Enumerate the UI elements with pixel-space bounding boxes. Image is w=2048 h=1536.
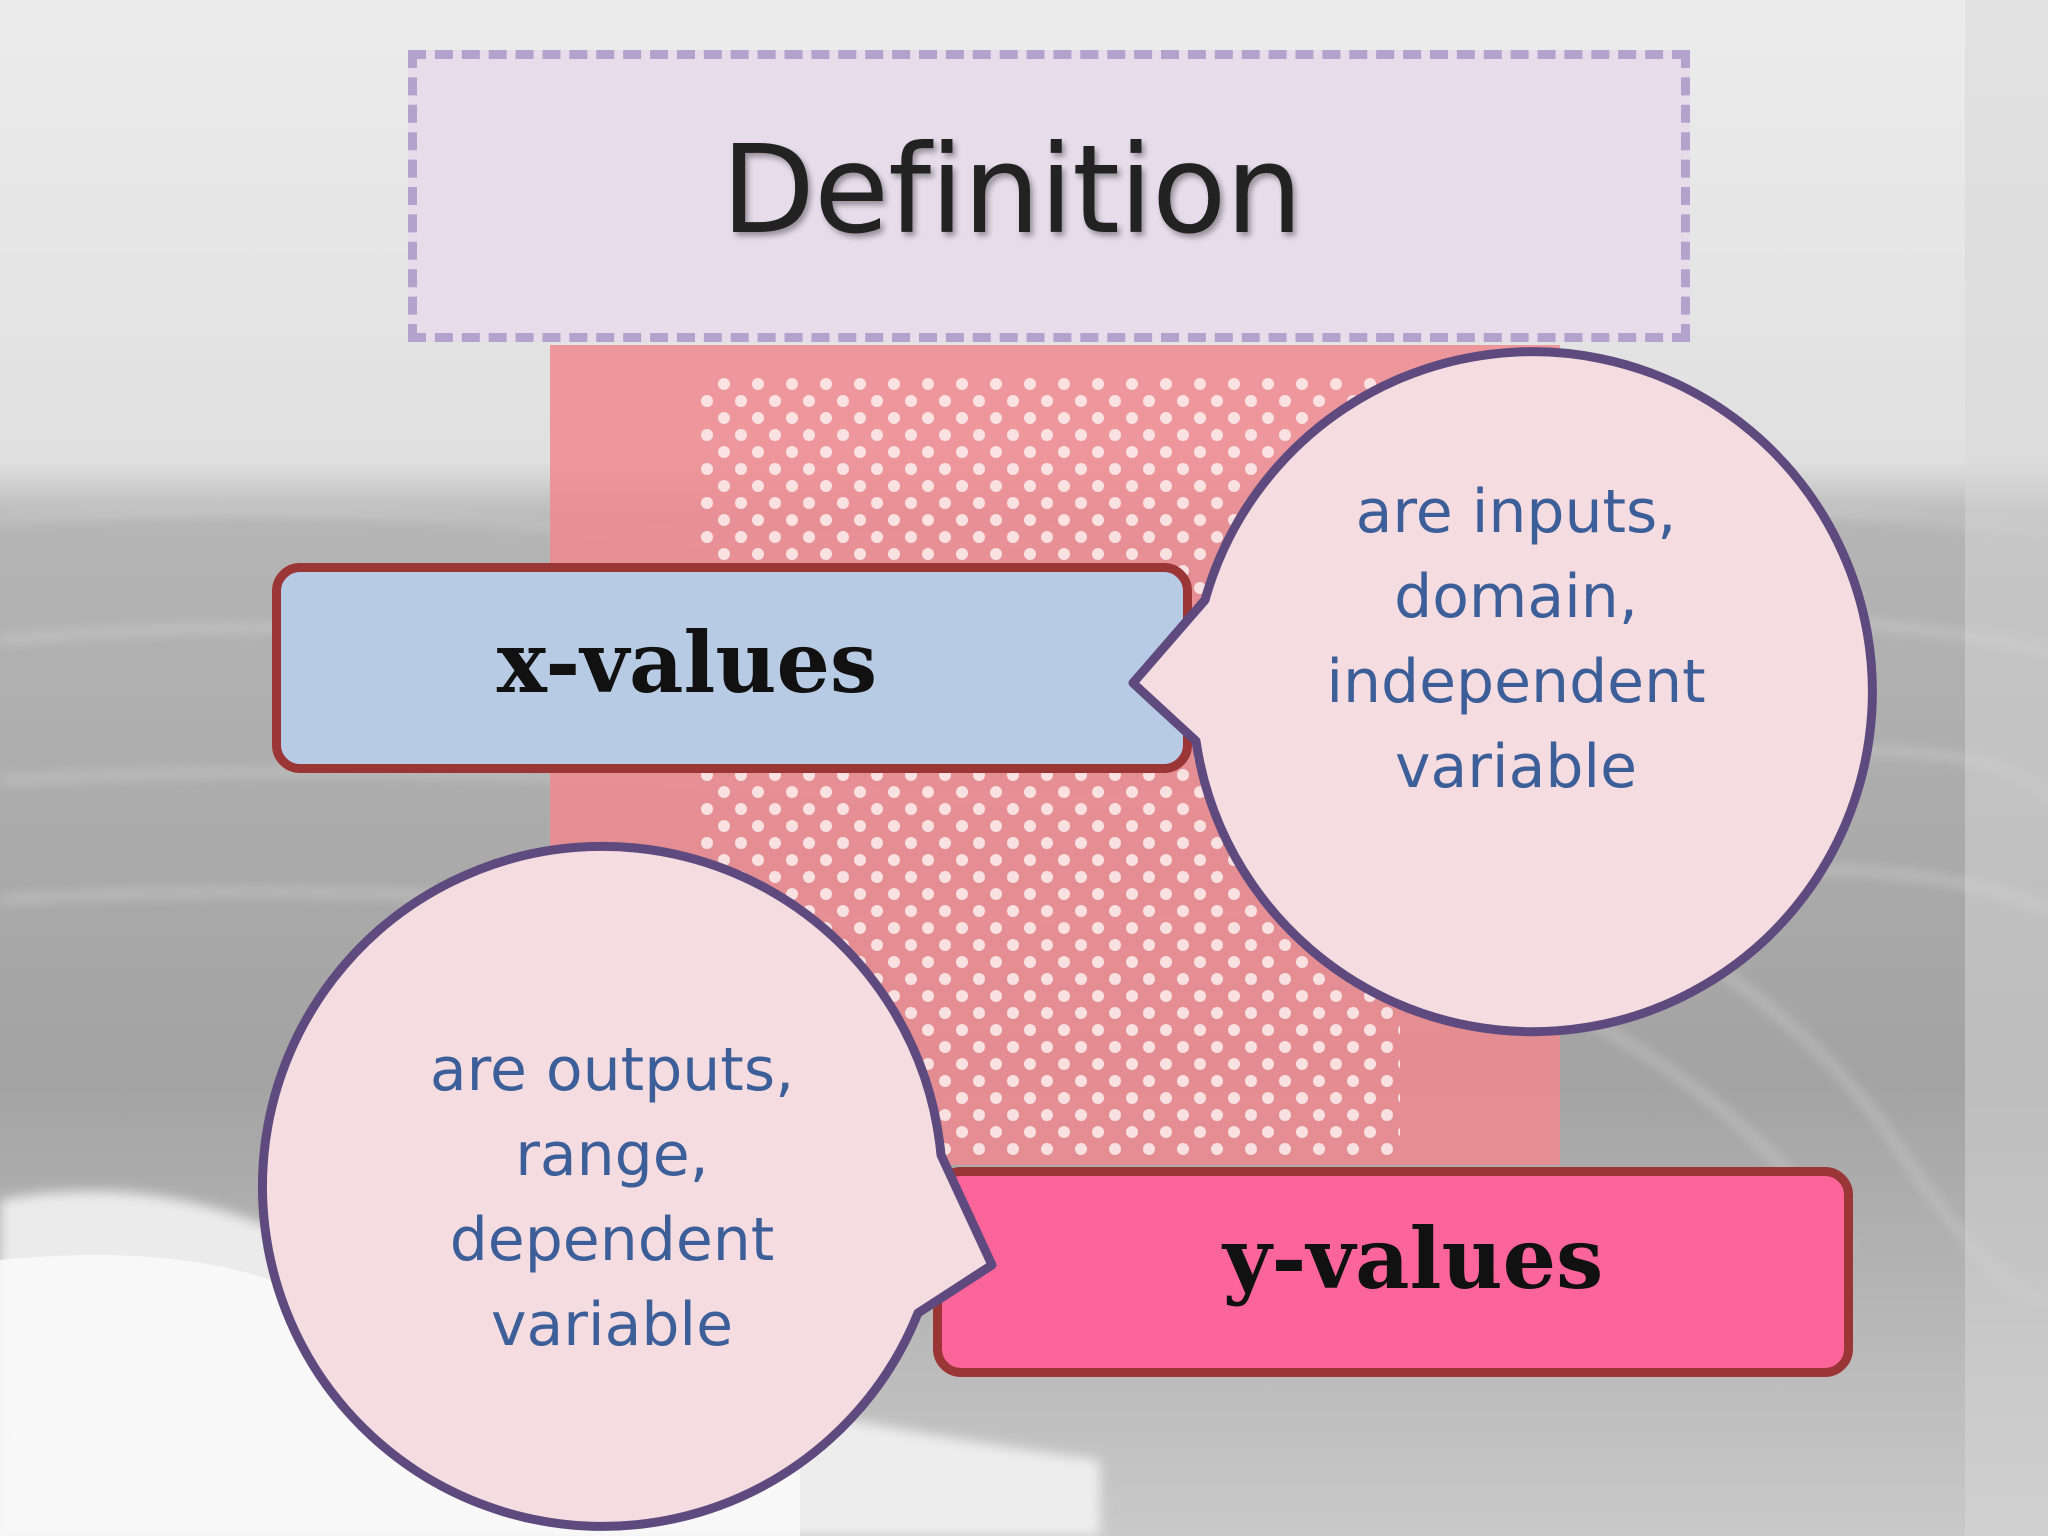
- x-callout-line: are inputs,: [1355, 477, 1677, 547]
- x-callout-line: variable: [1394, 732, 1638, 802]
- y-values-box: y-values: [933, 1167, 1853, 1377]
- x-callout-bubble: [1128, 347, 1877, 1037]
- y-callout-bubble: [257, 841, 997, 1531]
- y-callout-line: are outputs,: [429, 1035, 795, 1105]
- y-callout-text: are outputs, range, dependent variable: [372, 1028, 852, 1368]
- y-callout-line: variable: [490, 1290, 734, 1360]
- title-box: Definition: [408, 50, 1690, 342]
- x-callout-line: independent: [1326, 647, 1706, 717]
- y-callout-line: dependent: [449, 1205, 775, 1275]
- x-values-box: x-values: [272, 563, 1192, 773]
- title-text: Definition: [721, 119, 1303, 261]
- x-callout-line: domain,: [1394, 562, 1638, 632]
- y-callout-line: range,: [515, 1120, 709, 1190]
- y-values-label: y-values: [1222, 1208, 1604, 1308]
- x-values-label: x-values: [496, 612, 878, 712]
- x-callout-text: are inputs, domain, independent variable: [1276, 470, 1756, 810]
